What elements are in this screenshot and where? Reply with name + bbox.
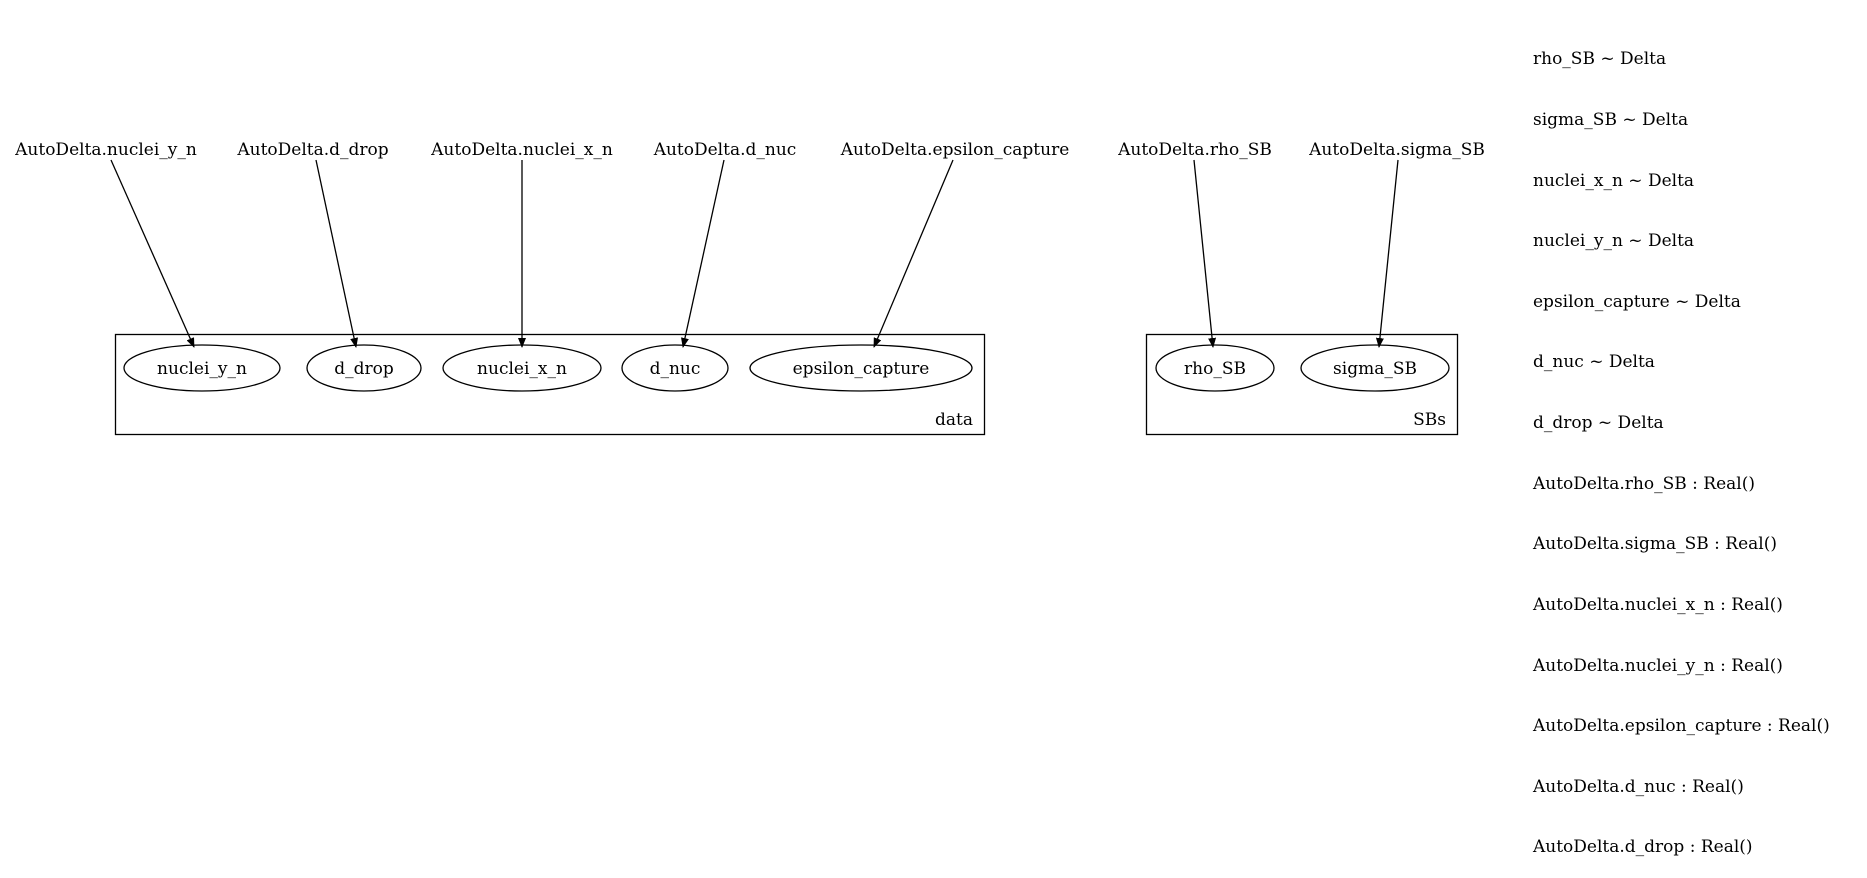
edge-sigma_SB (1375, 159, 1399, 348)
node-d_drop-label: d_drop (334, 359, 394, 379)
edge-nuclei_y_n (110, 159, 195, 348)
node-d_nuc-label: d_nuc (650, 359, 701, 379)
model-legend: rho_SB ~ Delta sigma_SB ~ Delta nuclei_x… (1533, 9, 1830, 878)
node-sigma_SB (1300, 344, 1450, 392)
edges (110, 159, 1399, 348)
legend-line: AutoDelta.sigma_SB : Real() (1533, 534, 1777, 555)
legend-line: rho_SB ~ Delta (1533, 49, 1667, 70)
node-epsilon_capture-label: epsilon_capture (793, 359, 930, 379)
legend-line: AutoDelta.rho_SB : Real() (1533, 473, 1755, 494)
legend-line: AutoDelta.nuclei_x_n : Real() (1533, 594, 1783, 615)
cluster-sbs-label: SBs (1413, 410, 1446, 430)
model-graph-diagram: AutoDelta.nuclei_y_n AutoDelta.d_drop Au… (14, 140, 1485, 436)
legend-line: epsilon_capture ~ Delta (1533, 291, 1741, 312)
cluster-sbs: SBs rho_SB sigma_SB (1145, 333, 1459, 436)
node-d_drop (306, 344, 422, 392)
legend-line: d_drop ~ Delta (1533, 413, 1664, 434)
source-node-d_nuc: AutoDelta.d_nuc (653, 140, 797, 160)
source-nodes: AutoDelta.nuclei_y_n AutoDelta.d_drop Au… (14, 140, 1485, 160)
cluster-data-label: data (935, 410, 973, 430)
node-rho_SB (1155, 344, 1275, 392)
node-nuclei_x_n-label: nuclei_x_n (477, 359, 567, 379)
node-nuclei_x_n (442, 344, 602, 392)
source-node-nuclei_x_n: AutoDelta.nuclei_x_n (430, 140, 613, 160)
edge-rho_SB (1193, 159, 1217, 348)
cluster-sbs-box (1145, 333, 1459, 436)
legend-line: AutoDelta.d_nuc : Real() (1533, 776, 1744, 797)
source-node-nuclei_y_n: AutoDelta.nuclei_y_n (14, 140, 197, 160)
cluster-data: data nuclei_y_n d_drop nuclei_x_n d_nuc … (114, 333, 986, 436)
node-epsilon_capture (749, 344, 973, 392)
source-node-epsilon_capture: AutoDelta.epsilon_capture (840, 140, 1070, 160)
source-node-rho_SB: AutoDelta.rho_SB (1117, 140, 1272, 160)
edge-d_drop (315, 159, 359, 348)
node-rho_SB-label: rho_SB (1184, 359, 1246, 379)
legend-line: AutoDelta.nuclei_y_n : Real() (1533, 655, 1783, 676)
legend-line: AutoDelta.d_drop : Real() (1533, 837, 1753, 858)
node-sigma_SB-label: sigma_SB (1333, 359, 1417, 379)
node-d_nuc (621, 344, 729, 392)
edge-epsilon_capture (873, 159, 954, 348)
source-node-d_drop: AutoDelta.d_drop (236, 140, 388, 160)
node-nuclei_y_n (123, 344, 281, 392)
node-nuclei_y_n-label: nuclei_y_n (157, 359, 247, 379)
source-node-sigma_SB: AutoDelta.sigma_SB (1308, 140, 1485, 160)
edge-d_nuc (681, 159, 725, 348)
legend-line: nuclei_x_n ~ Delta (1533, 170, 1695, 191)
legend-line: nuclei_y_n ~ Delta (1533, 231, 1695, 252)
legend-line: d_nuc ~ Delta (1533, 352, 1655, 373)
legend-line: sigma_SB ~ Delta (1533, 110, 1689, 131)
legend-line: AutoDelta.epsilon_capture : Real() (1533, 716, 1830, 737)
cluster-data-box (114, 333, 986, 436)
